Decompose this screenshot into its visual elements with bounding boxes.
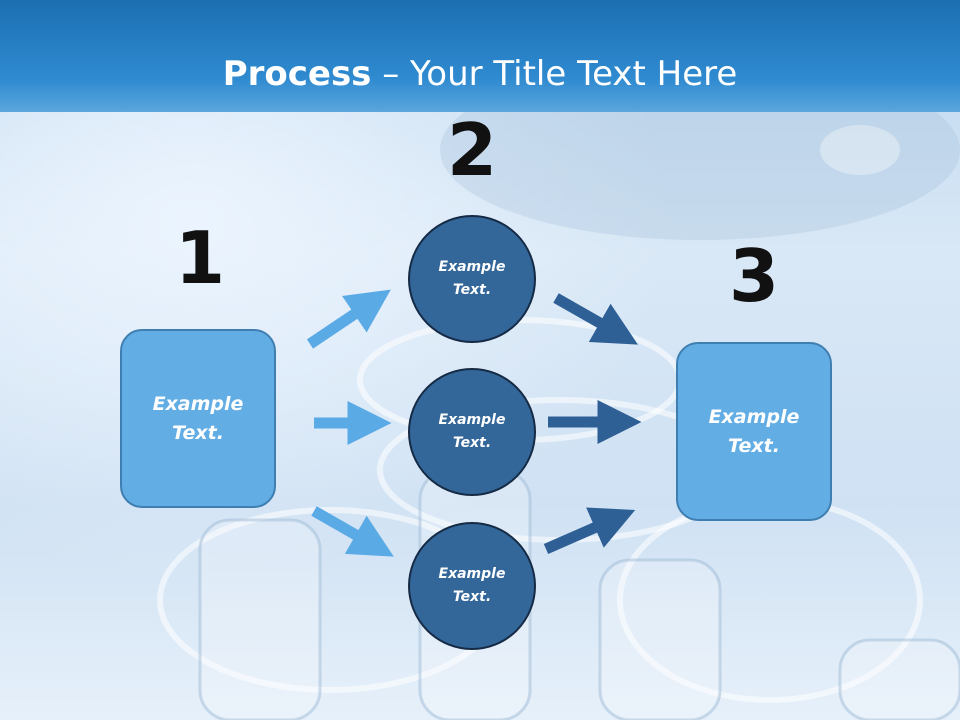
arrow-top-to-3 bbox=[553, 293, 638, 345]
step-number-1: 1 bbox=[174, 216, 226, 300]
title-bold: Process bbox=[222, 54, 372, 94]
arrow-bottom-to-3 bbox=[543, 507, 636, 555]
circle-middle-text: Example Text. bbox=[438, 412, 506, 451]
title-rest: – Your Title Text Here bbox=[371, 54, 738, 94]
step-1-box[interactable]: Example Text. bbox=[120, 329, 276, 508]
title-banner bbox=[0, 0, 960, 112]
step-number-3: 3 bbox=[728, 234, 780, 318]
circle-bottom-text: Example Text. bbox=[438, 566, 506, 605]
arrow-1-to-bottom bbox=[311, 506, 394, 557]
circle-top-text: Example Text. bbox=[438, 259, 506, 298]
slide-title: Process – Your Title Text Here bbox=[0, 52, 960, 96]
circle-top[interactable]: Example Text. bbox=[408, 215, 536, 343]
step-1-text: Example Text. bbox=[152, 392, 244, 444]
circle-bottom[interactable]: Example Text. bbox=[408, 522, 536, 650]
step-3-text: Example Text. bbox=[708, 405, 800, 457]
circle-middle[interactable]: Example Text. bbox=[408, 368, 536, 496]
step-number-2: 2 bbox=[446, 108, 498, 192]
step-3-box[interactable]: Example Text. bbox=[676, 342, 832, 521]
arrow-1-to-top bbox=[306, 289, 391, 349]
